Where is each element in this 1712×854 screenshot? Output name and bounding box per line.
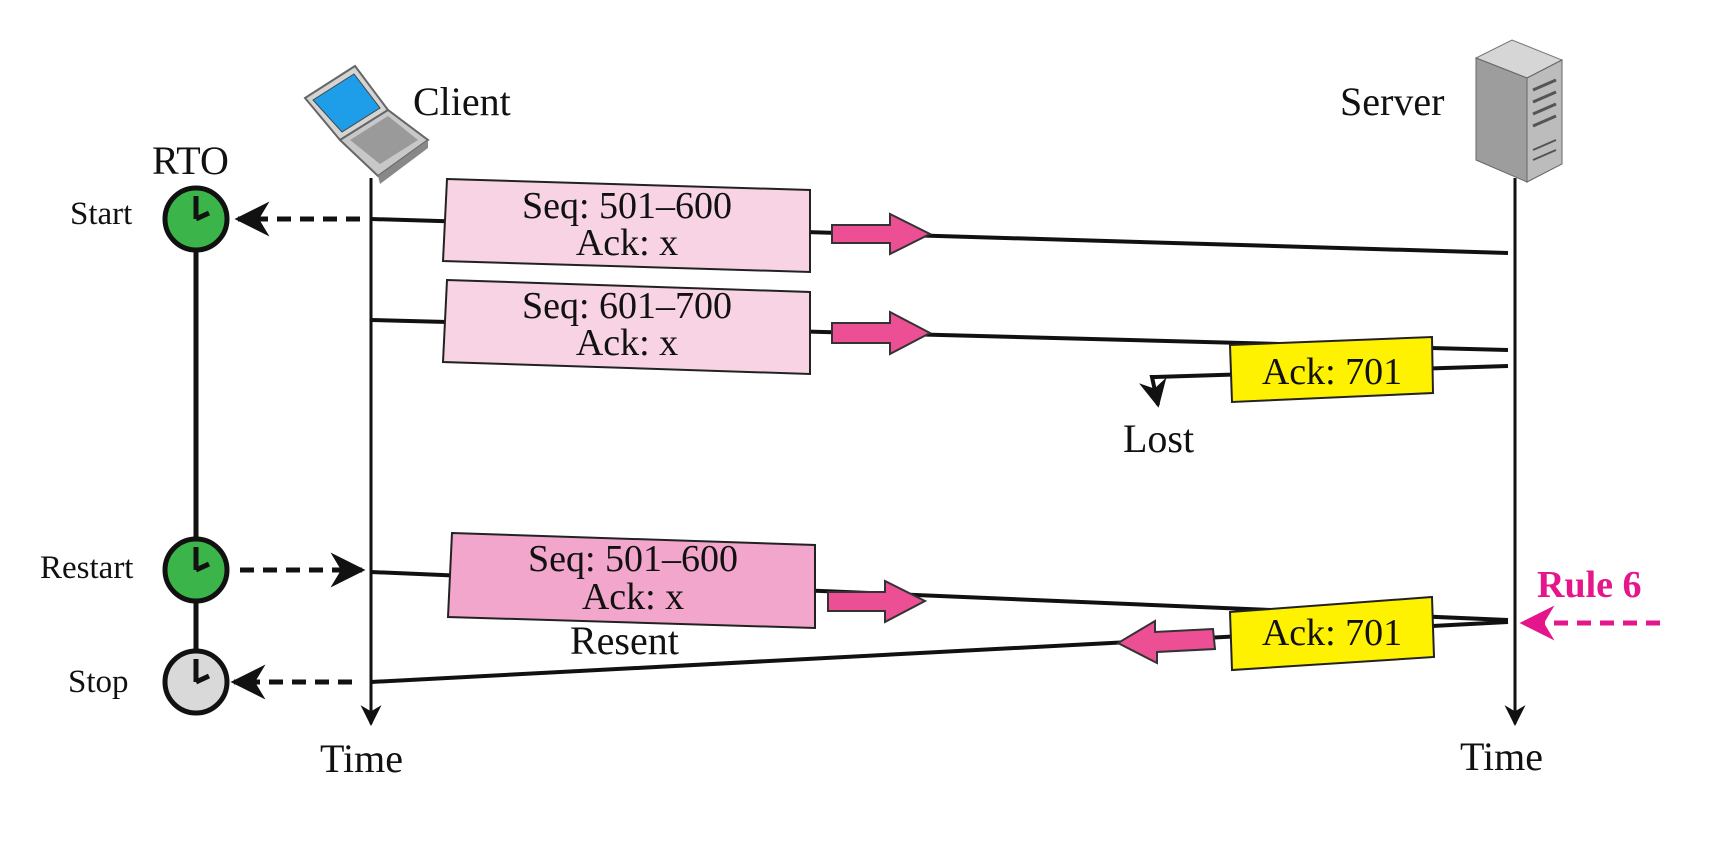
segment-1-direction-arrow [831, 212, 933, 256]
resent-label: Resent [570, 618, 679, 663]
segment-3-ack: Ack: x [582, 576, 684, 618]
timer-stop-icon [162, 648, 230, 716]
segment-1-seq: Seq: 501–600 [522, 185, 732, 227]
ack-received-box: Ack: 701 [1228, 595, 1436, 672]
server-icon [1474, 39, 1564, 183]
segment-2-direction-arrow [831, 310, 933, 356]
client-label: Client [413, 79, 511, 124]
segment-1-box: Seq: 501–600 Ack: x [441, 177, 811, 274]
segment-2-box: Seq: 601–700 Ack: x [441, 278, 811, 376]
rto-restart-label: Restart [40, 550, 133, 586]
segment-1-ack: Ack: x [576, 222, 678, 264]
lost-label: Lost [1123, 416, 1194, 461]
segment-3-seq: Seq: 501–600 [528, 538, 738, 580]
client-time-label: Time [320, 736, 403, 781]
server-label: Server [1340, 79, 1444, 124]
rto-label: RTO [152, 138, 229, 183]
ack-received-direction-arrow [1115, 619, 1217, 665]
timer-start-icon [162, 185, 230, 253]
rto-stop-label: Stop [68, 664, 129, 700]
rto-start-label: Start [70, 196, 132, 232]
segment-2-ack: Ack: x [576, 322, 678, 364]
rule-6-label: Rule 6 [1537, 564, 1642, 606]
ack-received-label: Ack: 701 [1262, 612, 1402, 654]
ack-lost-label: Ack: 701 [1262, 351, 1402, 393]
timer-restart-icon [162, 536, 230, 604]
segment-3-direction-arrow [827, 579, 928, 624]
ack-lost-box: Ack: 701 [1228, 335, 1435, 404]
segment-2-seq: Seq: 601–700 [522, 285, 732, 327]
server-time-label: Time [1460, 734, 1543, 779]
segment-3-box: Seq: 501–600 Ack: x [446, 531, 816, 630]
laptop-icon [303, 64, 430, 184]
